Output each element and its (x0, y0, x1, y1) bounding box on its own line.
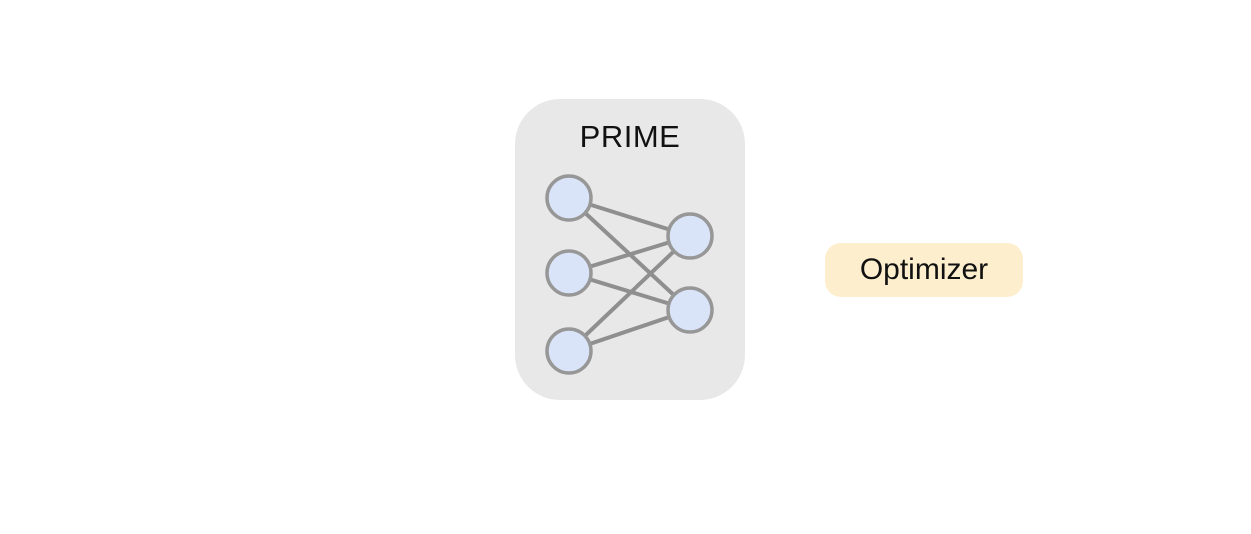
optimizer-badge-label: Optimizer (859, 253, 989, 286)
prime-module-card: PRIME (515, 99, 745, 400)
prime-module-title: PRIME (579, 119, 681, 154)
optimizer-badge: Optimizer (825, 243, 1023, 297)
neural-network-icon (545, 174, 714, 375)
